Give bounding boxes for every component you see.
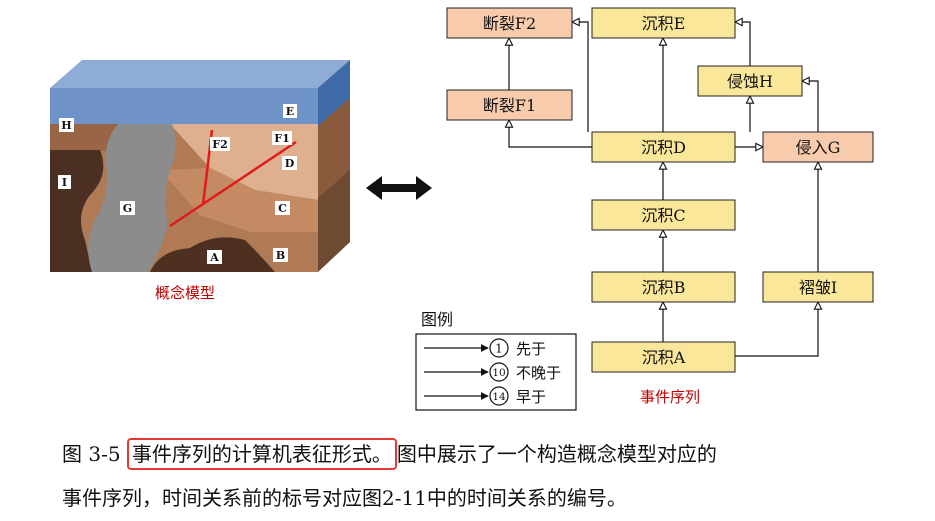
caption-prefix: 图 3-5 [62, 442, 127, 466]
label-e: E [286, 105, 294, 118]
node-a-label: 沉积A [642, 348, 686, 367]
node-f2 [446, 7, 573, 39]
geological-block-model: E H F2 F1 D I G C A B 概念模型 [50, 60, 350, 302]
node-h-label: 侵蚀H [727, 72, 773, 91]
node-f2-label: 断裂F2 [483, 14, 536, 33]
legend-label-1: 先于 [516, 340, 546, 358]
node-d-label: 沉积D [641, 138, 686, 157]
double-arrow-icon [366, 176, 432, 200]
node-f1-label: 断裂F1 [483, 96, 536, 115]
fault-f1 [169, 140, 297, 228]
model-caption: 概念模型 [155, 284, 215, 302]
node-i-label: 褶皱I [799, 278, 837, 297]
node-e [591, 7, 736, 39]
block-right-face-blue [318, 60, 350, 126]
node-a [591, 341, 736, 373]
sequence-title: 事件序列 [640, 388, 700, 406]
legend-num-1: 1 [495, 342, 503, 356]
legend-label-2: 不晚于 [516, 364, 561, 382]
event-nodes: 断裂F2 沉积E 侵蚀H 断裂F1 沉积D 侵入G 沉积C 沉积B 褶皱I 沉积… [446, 7, 874, 373]
figure-caption-line1: 图 3-5 事件序列的计算机表征形式。图中展示了一个构造概念模型对应的 [62, 438, 717, 470]
layer-c [160, 168, 318, 232]
label-i: I [62, 176, 67, 189]
node-d [591, 131, 736, 163]
node-i [762, 271, 874, 303]
legend: 图例 1 先于 10 不晚于 14 早于 [415, 310, 577, 411]
figure-caption-line2: 事件序列，时间关系前的标号对应图2-11中的时间关系的编号。 [62, 486, 627, 510]
legend-num-circle-2 [489, 362, 509, 382]
caption-highlight: 事件序列的计算机表征形式。 [126, 438, 397, 470]
node-b-label: 沉积B [642, 278, 686, 297]
legend-num-2: 10 [492, 367, 505, 379]
caption-rest: 图中展示了一个构造概念模型对应的 [396, 442, 717, 466]
legend-label-3: 早于 [516, 388, 546, 406]
node-c [591, 199, 736, 231]
label-a: A [209, 251, 219, 264]
intrusion-g [88, 124, 176, 272]
legend-num-circle-1 [489, 338, 509, 358]
node-b [591, 271, 736, 303]
label-f1: F1 [274, 132, 289, 145]
legend-title: 图例 [421, 310, 453, 329]
label-c: C [278, 202, 287, 215]
block-right-face-mid [318, 98, 350, 198]
node-e-label: 沉积E [642, 14, 686, 33]
layer-e [50, 88, 318, 124]
node-g-label: 侵入G [796, 138, 841, 157]
block-top-face [50, 60, 350, 88]
label-h: H [61, 119, 71, 132]
label-f2: F2 [212, 138, 227, 151]
event-sequence-flow [509, 22, 818, 357]
label-b: B [276, 249, 285, 262]
legend-num-circle-3 [489, 386, 509, 406]
node-f1 [446, 89, 573, 121]
node-c-label: 沉积C [641, 206, 685, 225]
legend-num-3: 14 [492, 391, 506, 403]
label-g: G [123, 202, 132, 215]
node-h [697, 65, 803, 97]
label-d: D [285, 157, 295, 170]
node-g [762, 131, 874, 163]
